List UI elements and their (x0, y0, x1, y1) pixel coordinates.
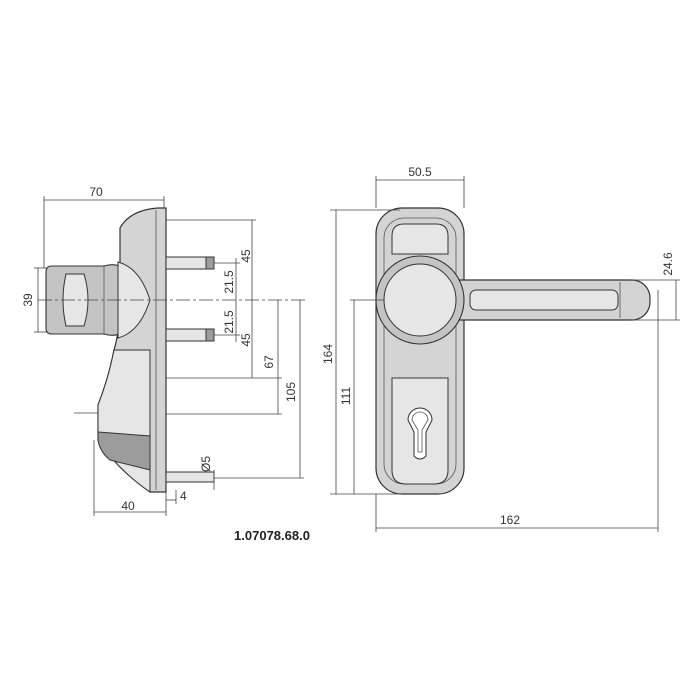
dim-label-21-upper: 21.5 (222, 270, 236, 294)
front-keyhole (407, 407, 433, 460)
dim-label-67: 67 (262, 355, 276, 369)
dim-label-164: 164 (321, 344, 335, 364)
dim-label-21-lower: 21.5 (222, 310, 236, 334)
dim-label-39: 39 (21, 293, 35, 307)
dim-label-162: 162 (500, 513, 520, 527)
front-keyhole-inner (411, 411, 429, 453)
side-lower-body (97, 349, 151, 493)
dim-label-24: 24.6 (661, 252, 675, 276)
dim-label-45-lower: 45 (239, 333, 253, 347)
dim-label-111: 111 (339, 387, 353, 406)
front-lever-highlight (469, 289, 619, 311)
front-top-recess (391, 223, 449, 255)
dim-label-105: 105 (284, 382, 298, 402)
side-bottom-pin (165, 471, 215, 483)
dim-label-45-upper: 45 (239, 249, 253, 263)
dim-label-d5: Ø5 (199, 456, 213, 472)
dim-label-40: 40 (121, 499, 135, 513)
front-view (330, 176, 680, 532)
dim-label-70: 70 (89, 185, 103, 199)
dim-label-50: 50.5 (408, 165, 432, 179)
side-knob-face (62, 273, 89, 327)
side-pin-upper-tip (205, 256, 215, 270)
dim-label-4: 4 (180, 489, 187, 503)
side-lower-rim (97, 431, 151, 471)
side-pin-lower-tip (205, 328, 215, 342)
front-knob (383, 263, 457, 337)
side-view (34, 196, 306, 516)
part-number: 1.07078.68.0 (234, 528, 310, 543)
